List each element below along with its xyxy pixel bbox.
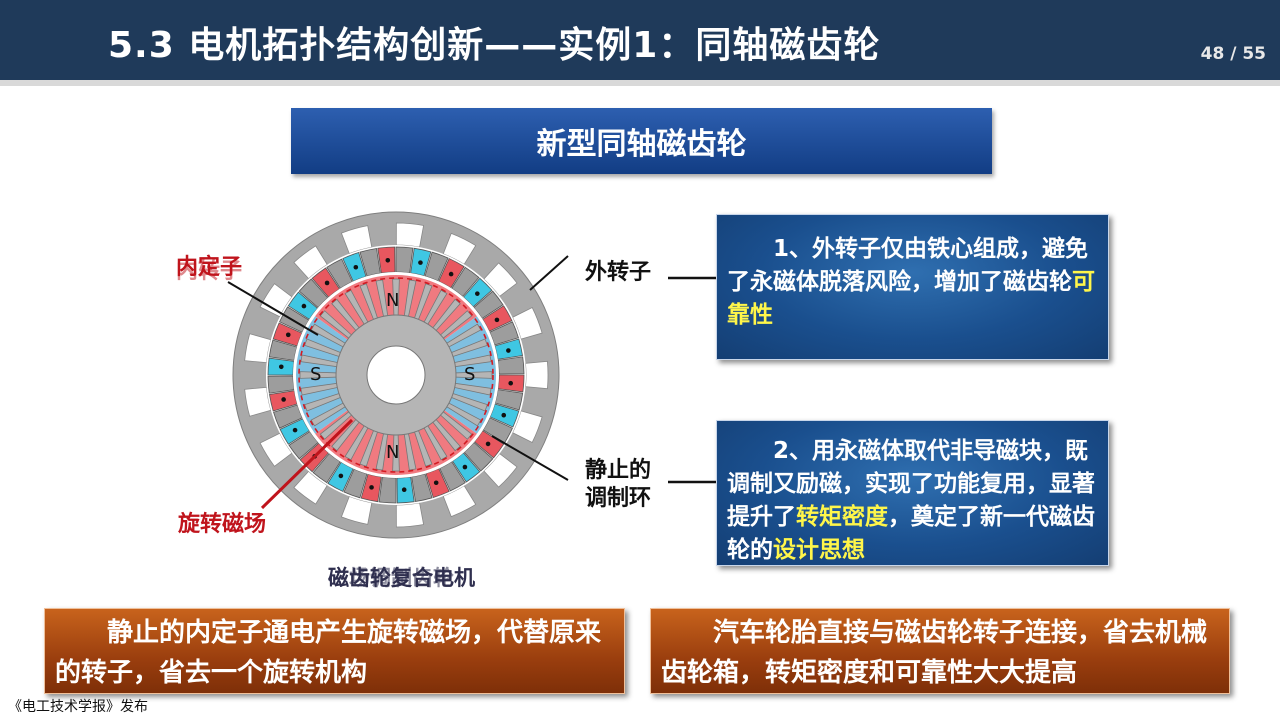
label-inner-stator: 内定子 <box>176 255 243 280</box>
pole-label-n-top: N <box>386 290 400 311</box>
label-outer-rotor: 外转子 <box>585 260 652 285</box>
magnet-arrow-mark <box>385 257 391 263</box>
leader-outer <box>529 255 569 291</box>
magnet-arrow-mark <box>485 441 491 447</box>
pole-label-n-bottom: N <box>386 442 400 463</box>
modulation-ring-segment <box>378 476 397 504</box>
footer-source: 《电工技术学报》发布 <box>8 699 148 715</box>
magnet-arrow-mark <box>501 412 507 418</box>
info-box-1-text: 1、外转子仅由铁心组成，避免了永磁体脱落风险，增加了磁齿轮 <box>727 236 1089 295</box>
info-box-2-text: 2、用永磁体取代非导磁块，既调制又励磁，实现了功能复用，显著提升了 <box>727 438 1095 530</box>
magnet-arrow-mark <box>494 317 500 323</box>
label-static-ring-2: 调制环 <box>585 486 652 511</box>
magnet-arrow-mark <box>508 380 514 386</box>
magnet-arrow-mark <box>278 364 284 370</box>
rotating-field-outline <box>298 277 494 473</box>
info-box-1-highlight: 可靠性 <box>727 269 1095 328</box>
outer-rotor-slot <box>395 502 425 528</box>
magnet-arrow-mark <box>506 348 511 353</box>
magnet-arrow-mark <box>338 473 344 479</box>
pole-label-s-right: S <box>464 364 476 385</box>
label-static-ring-1: 静止的 <box>585 458 652 483</box>
magnet-arrow-mark <box>462 464 468 470</box>
magnet-arrow-mark <box>353 264 359 270</box>
bottom-right-box: 汽车轮胎直接与磁齿轮转子连接，省去机械齿轮箱，转矩密度和可靠性大大提高 <box>650 608 1230 694</box>
magnet-arrow-mark <box>475 291 480 296</box>
magnet-arrow-mark <box>433 480 439 486</box>
caption-motor: 磁齿轮复合电机 <box>328 566 475 590</box>
label-rotating-field: 旋转磁场 <box>178 512 267 537</box>
slide-title: 5.3 电机拓扑结构创新——实例1：同轴磁齿轮 <box>108 25 881 66</box>
label-inner-rotor: 内转子 <box>176 259 243 284</box>
magnet-arrow-mark <box>281 397 286 402</box>
magnet-arrow-mark <box>324 280 330 286</box>
info-box-1: 1、外转子仅由铁心组成，避免了永磁体脱落风险，增加了磁齿轮可靠性 <box>716 214 1109 360</box>
magnet-arrow-mark <box>418 260 423 265</box>
magnet-arrow-mark <box>448 271 454 277</box>
leader-field <box>260 418 354 510</box>
outer-rotor-slot <box>525 360 549 390</box>
magnet-arrow-mark <box>369 485 374 490</box>
magnet-arrow-mark <box>301 303 307 309</box>
bottom-left-box: 静止的内定子通电产生旋转磁场，代替原来的转子，省去一个旋转机构 <box>44 608 625 694</box>
info-box-2-mid: ，奠定了新一代磁齿轮的 <box>727 504 1095 563</box>
page-number: 48 / 55 <box>1200 44 1266 64</box>
modulation-ring-segment <box>395 246 414 274</box>
caption-gear: 磁场调制齿轮 <box>328 566 454 590</box>
pole-label-s-left: S <box>310 364 322 385</box>
header-rule <box>0 80 1280 86</box>
magnet-arrow-mark <box>401 487 407 493</box>
section-banner: 新型同轴磁齿轮 <box>291 108 992 174</box>
magnet-arrow-mark <box>285 332 291 338</box>
shaft-bore <box>366 345 426 405</box>
leader-ring <box>491 435 569 481</box>
info-box-2-highlight-2: 设计思想 <box>773 537 865 563</box>
info-box-2: 2、用永磁体取代非导磁块，既调制又励磁，实现了功能复用，显著提升了转矩密度，奠定… <box>716 420 1109 566</box>
leader-inner-rotor <box>227 281 319 336</box>
magnet-arrow-mark <box>292 427 298 433</box>
info-box-2-highlight-1: 转矩密度 <box>796 504 888 530</box>
outer-rotor-slot <box>395 222 425 248</box>
header-bar <box>0 0 1280 80</box>
